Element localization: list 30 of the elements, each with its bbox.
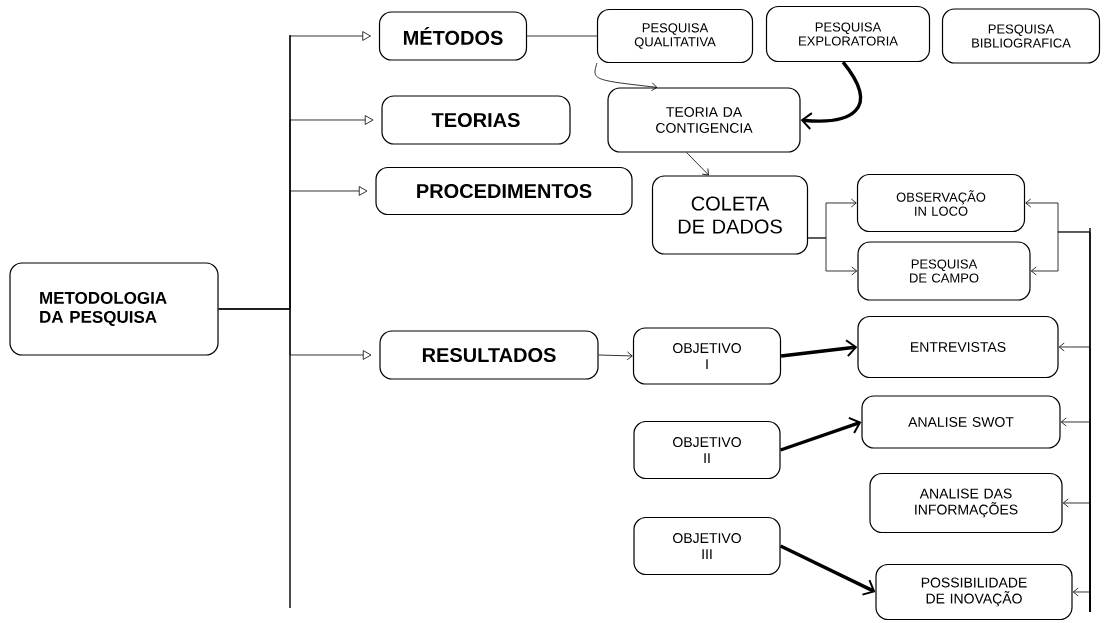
topic-box: PESQUISA QUALITATIVA — [596, 8, 754, 64]
arrow — [594, 62, 658, 92]
arrow — [218, 308, 372, 360]
topic-box: OBJETIVO I — [632, 327, 782, 385]
topic-box: OBJETIVO III — [633, 516, 781, 576]
topic-box: PESQUISA DE CAMPO — [857, 241, 1031, 301]
arrow — [780, 339, 858, 358]
topic-box: ANALISE SWOT — [861, 395, 1061, 449]
arrow — [800, 61, 863, 130]
topic-box: PESQUISA BIBLIOGRAFICA — [941, 8, 1101, 64]
topic-box: TEORIAS — [381, 95, 571, 145]
topic-box: TEORIA DA CONTIGENCIA — [607, 87, 801, 153]
topic-box: COLETA DE DADOS — [651, 175, 809, 255]
topic-box: RESULTADOS — [379, 330, 599, 380]
arrow — [686, 152, 709, 176]
arrow — [1072, 587, 1091, 613]
topic-box: ENTREVISTAS — [857, 315, 1059, 379]
topic-box: OBSERVAÇÃO IN LOCO — [856, 173, 1026, 233]
arrow — [598, 351, 633, 361]
topic-box: POSSIBILIDADE DE INOVAÇÃO — [875, 563, 1073, 621]
topic-box: ANALISE DAS INFORMAÇÕES — [869, 472, 1063, 534]
arrow — [780, 416, 862, 452]
topic-box: METODOLOGIA DA PESQUISA — [9, 262, 219, 356]
topic-box: MÉTODOS — [378, 11, 528, 61]
topic-box: PROCEDIMENTOS — [375, 166, 633, 216]
topic-box: PESQUISA EXPLORATORIA — [765, 5, 931, 63]
arrow — [807, 237, 858, 276]
connector-line — [526, 35, 598, 37]
arrow — [779, 544, 876, 596]
topic-box: OBJETIVO II — [633, 420, 781, 480]
